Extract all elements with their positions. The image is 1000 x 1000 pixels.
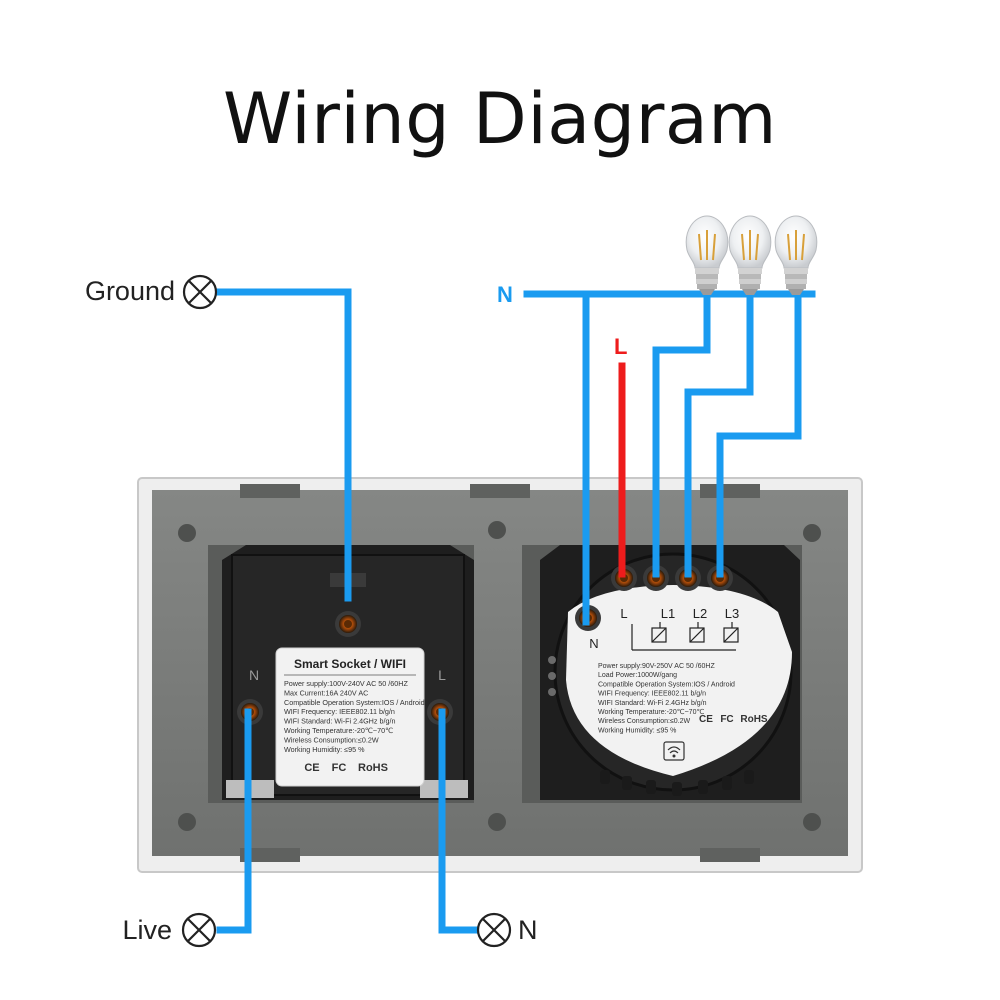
switch-spec-list: Power supply:90V-250V AC 50 /60HZ Load Po… bbox=[598, 663, 735, 734]
switch-schematic bbox=[631, 622, 739, 651]
spec-line: Load Power:1000W/gang bbox=[598, 672, 677, 679]
spec-line: Power supply:90V-250V AC 50 /60HZ bbox=[598, 663, 715, 670]
fc-mark: FC bbox=[332, 762, 347, 774]
switch-fc-mark: FC bbox=[720, 714, 733, 725]
page-title: Wiring Diagram bbox=[223, 78, 777, 160]
socket-n-marker: N bbox=[249, 667, 259, 683]
spec-line: WIFI Frequency: IEEE802.11 b/g/n bbox=[598, 691, 706, 698]
l3-wire bbox=[716, 290, 802, 578]
switch-cert-marks: CE FC RoHS bbox=[699, 714, 768, 725]
light-bulbs bbox=[685, 215, 818, 296]
wifi-icon bbox=[663, 741, 685, 761]
ground-label: Ground bbox=[85, 276, 175, 306]
socket-label-title: Smart Socket / WIFI bbox=[294, 657, 406, 671]
circle-x-icon bbox=[476, 912, 512, 948]
switch-pin-l1: L1 bbox=[661, 606, 675, 621]
spec-line: WIFI Standard: Wi-Fi 2.4GHz b/g/n bbox=[284, 717, 395, 726]
terminal-neutral-bottom: N bbox=[476, 912, 538, 948]
neutral-wire-socket bbox=[438, 708, 479, 934]
light-bulb-icon bbox=[728, 215, 772, 296]
switch-ce-mark: CE bbox=[699, 714, 713, 725]
neutral-label-top: N bbox=[497, 282, 513, 307]
switch-pin-l2: L2 bbox=[693, 606, 707, 621]
spec-line: Wireless Consumption:≤0.2W bbox=[284, 735, 379, 744]
l1-wire bbox=[652, 290, 711, 578]
spec-line: WIFI Standard: Wi-Fi 2.4GHz b/g/n bbox=[598, 700, 707, 707]
neutral-label-bottom: N bbox=[518, 915, 538, 945]
live-wire bbox=[216, 708, 252, 934]
socket-l-marker: L bbox=[438, 667, 446, 683]
spec-line: Max Current:16A 240V AC bbox=[284, 688, 368, 697]
switch-module: N L L1 L2 L3 Power supply:90V-250V AC 50 bbox=[540, 545, 800, 800]
spec-line: Working Temperature:-20℃~70℃ bbox=[598, 709, 704, 716]
switch-n-label: N bbox=[589, 636, 598, 651]
terminal-live: Live bbox=[122, 912, 217, 948]
spec-line: WIFI Frequency: IEEE802.11 b/g/n bbox=[284, 707, 395, 716]
ground-wire bbox=[216, 288, 352, 602]
terminal-ground: Ground bbox=[85, 274, 218, 310]
light-bulb-icon bbox=[774, 215, 818, 296]
spec-line: Working Temperature:-20℃~70℃ bbox=[284, 726, 393, 735]
circle-x-icon bbox=[181, 912, 217, 948]
line-label-top: L bbox=[614, 334, 627, 359]
spec-line: Working Humidity: ≤95 % bbox=[284, 745, 365, 754]
l2-wire bbox=[684, 290, 754, 578]
spec-line: Compatible Operation System:IOS / Androi… bbox=[598, 681, 735, 688]
rohs-mark: RoHS bbox=[358, 762, 388, 774]
spec-line: Wireless Consumption:≤0.2W bbox=[598, 718, 691, 725]
wires bbox=[216, 288, 816, 934]
light-bulb-icon bbox=[685, 215, 729, 296]
circle-x-icon bbox=[182, 274, 218, 310]
ce-mark: CE bbox=[304, 762, 319, 774]
socket-cert-marks: CE FC RoHS bbox=[304, 762, 388, 774]
switch-pin-l3: L3 bbox=[725, 606, 739, 621]
live-label: Live bbox=[122, 915, 172, 945]
switch-rohs-mark: RoHS bbox=[740, 714, 768, 725]
switch-pin-l: L bbox=[620, 606, 627, 621]
spec-line: Working Humidity: ≤95 % bbox=[598, 727, 676, 734]
spec-line: Compatible Operation System:IOS / Androi… bbox=[284, 698, 425, 707]
spec-line: Power supply:100V-240V AC 50 /60HZ bbox=[284, 679, 408, 688]
